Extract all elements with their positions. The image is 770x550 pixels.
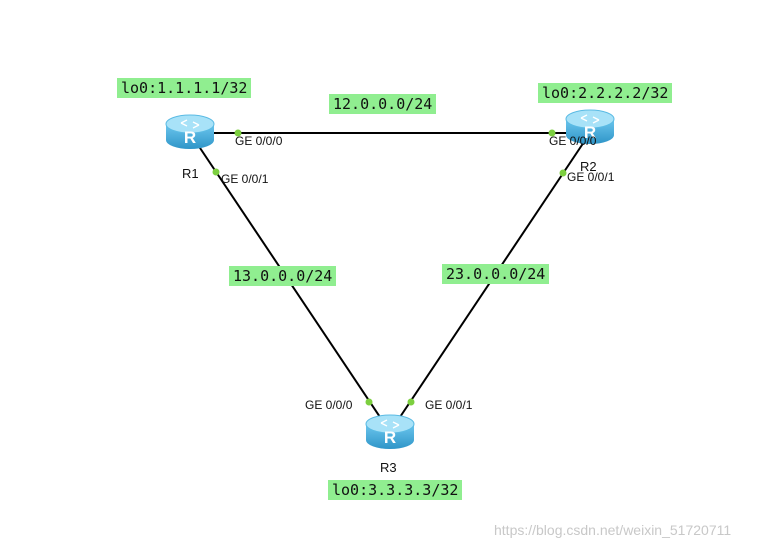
r3-ge001-label: GE 0/0/1 [425, 398, 473, 412]
router-r1-icon[interactable]: R [165, 114, 215, 149]
router-r3-icon[interactable]: R [365, 414, 415, 449]
router-glyph: R [184, 128, 196, 147]
router-r1-name: R1 [182, 166, 199, 181]
port-dot-r3-ge001 [407, 398, 415, 406]
port-dot-r2-ge001 [559, 169, 567, 177]
r1-ge001-label: GE 0/0/1 [221, 172, 269, 186]
router-glyph: R [584, 123, 596, 142]
port-dot-r1-ge001 [212, 168, 220, 176]
router-r3-name: R3 [380, 460, 397, 475]
r3-loopback-label: lo0:3.3.3.3/32 [328, 480, 463, 500]
link-r1-r2-network-label: 12.0.0.0/24 [329, 94, 437, 114]
r2-loopback-label: lo0:2.2.2.2/32 [538, 83, 673, 103]
link-r2-r3-network-label: 23.0.0.0/24 [442, 264, 550, 284]
port-dot-r2-ge000 [548, 129, 556, 137]
link-r1-r3-network-label: 13.0.0.0/24 [229, 266, 337, 286]
r2-ge000-label: GE 0/0/0 [549, 134, 597, 148]
r1-loopback-label: lo0:1.1.1.1/32 [117, 78, 252, 98]
router-r2-icon[interactable]: R [565, 109, 615, 144]
r3-ge000-label: GE 0/0/0 [305, 398, 353, 412]
router-r2-name: R2 [580, 159, 597, 174]
watermark-text: https://blog.csdn.net/weixin_51720711 [494, 522, 732, 538]
port-dot-r1-ge000 [234, 129, 242, 137]
router-glyph: R [384, 428, 396, 447]
port-dot-r3-ge000 [365, 398, 373, 406]
r2-ge001-label: GE 0/0/1 [567, 170, 615, 184]
r1-ge000-label: GE 0/0/0 [235, 134, 283, 148]
